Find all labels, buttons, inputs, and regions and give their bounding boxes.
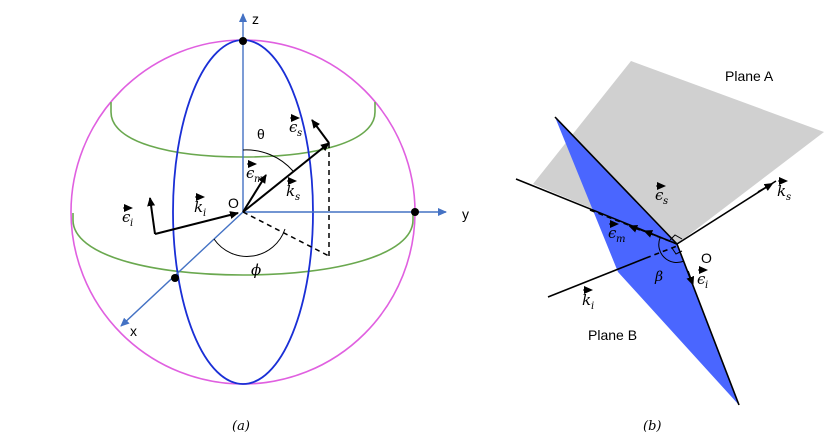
caption-b: (b): [643, 419, 661, 434]
right-angle-marker-top: [669, 234, 683, 241]
panel-b: β Plane A Plane B O k s ϵ s ϵ m ϵ i k i: [515, 61, 824, 434]
svg-text:i: i: [203, 208, 206, 219]
origin-label: O: [228, 195, 239, 211]
eps-i-line: [676, 243, 740, 406]
svg-text:m: m: [616, 234, 625, 245]
eps-i-arrow: [147, 197, 156, 235]
phi-arc: [213, 228, 286, 257]
z-pole-dot: [239, 37, 247, 45]
lower-latitude-arc: [72, 213, 414, 276]
plane-b-label: Plane B: [588, 327, 637, 343]
caption-a: (a): [232, 419, 250, 434]
phi-label: ϕ: [251, 261, 261, 279]
k-i-line: [547, 257, 647, 298]
plane-b-edge: [554, 116, 678, 245]
svg-text:m: m: [254, 174, 263, 185]
label-eps-m: ϵ m: [246, 160, 263, 185]
eps-m-arrow: [242, 174, 267, 213]
svg-text:i: i: [130, 218, 133, 229]
origin-b-label: O: [701, 250, 712, 266]
plane-b: [555, 117, 739, 405]
svg-text:s: s: [297, 128, 302, 139]
eps-s-arrow: [311, 119, 330, 144]
svg-text:i: i: [705, 280, 708, 291]
x-axis: [120, 211, 244, 327]
svg-text:ϵ: ϵ: [122, 208, 131, 226]
k-s-arrowhead: [757, 182, 774, 193]
svg-text:ϵ: ϵ: [289, 118, 298, 136]
k-i-arrow: [154, 211, 239, 235]
label-k-i: k i: [194, 193, 206, 219]
svg-text:ϵ: ϵ: [608, 224, 617, 242]
y-axis-dot: [411, 208, 419, 216]
svg-text:s: s: [786, 192, 791, 203]
svg-text:ϵ: ϵ: [697, 270, 706, 288]
svg-text:i: i: [591, 301, 594, 312]
eps-i-arrowhead: [686, 270, 695, 286]
svg-text:ϵ: ϵ: [246, 164, 255, 182]
projection-dashed-horizontal: [242, 211, 330, 257]
beta-label: β: [654, 269, 663, 285]
svg-text:k: k: [582, 291, 591, 309]
eps-m-arrowhead: [628, 225, 641, 233]
label-eps-i: ϵ i: [122, 204, 133, 229]
label-eps-s-b: ϵ s: [655, 182, 668, 207]
x-axis-label: x: [130, 323, 137, 339]
label-eps-s: ϵ s: [289, 114, 302, 139]
theta-arc: [242, 149, 294, 172]
k-i-dashed: [645, 245, 678, 259]
plane-a-label: Plane A: [725, 68, 774, 84]
svg-text:k: k: [194, 198, 203, 216]
panel-a: z y x O θ ϕ k s ϵ s: [70, 11, 469, 434]
label-eps-i-b: ϵ i: [697, 266, 708, 291]
svg-text:s: s: [663, 196, 668, 207]
svg-text:ϵ: ϵ: [655, 186, 664, 204]
svg-text:k: k: [777, 182, 786, 200]
x-axis-dot: [171, 274, 179, 282]
svg-text:s: s: [295, 192, 300, 203]
theta-label: θ: [257, 126, 265, 142]
k-s-arrow: [242, 142, 330, 213]
label-k-s: k s: [286, 177, 300, 203]
beta-arc: [658, 237, 685, 264]
label-k-s-b: k s: [777, 177, 791, 203]
right-angle-marker-bottom: [671, 247, 683, 255]
y-axis-label: y: [462, 206, 469, 222]
svg-text:k: k: [286, 182, 295, 200]
label-eps-m-b: ϵ m: [608, 220, 625, 245]
label-k-i-b: k i: [582, 286, 594, 312]
z-axis-label: z: [252, 11, 259, 27]
